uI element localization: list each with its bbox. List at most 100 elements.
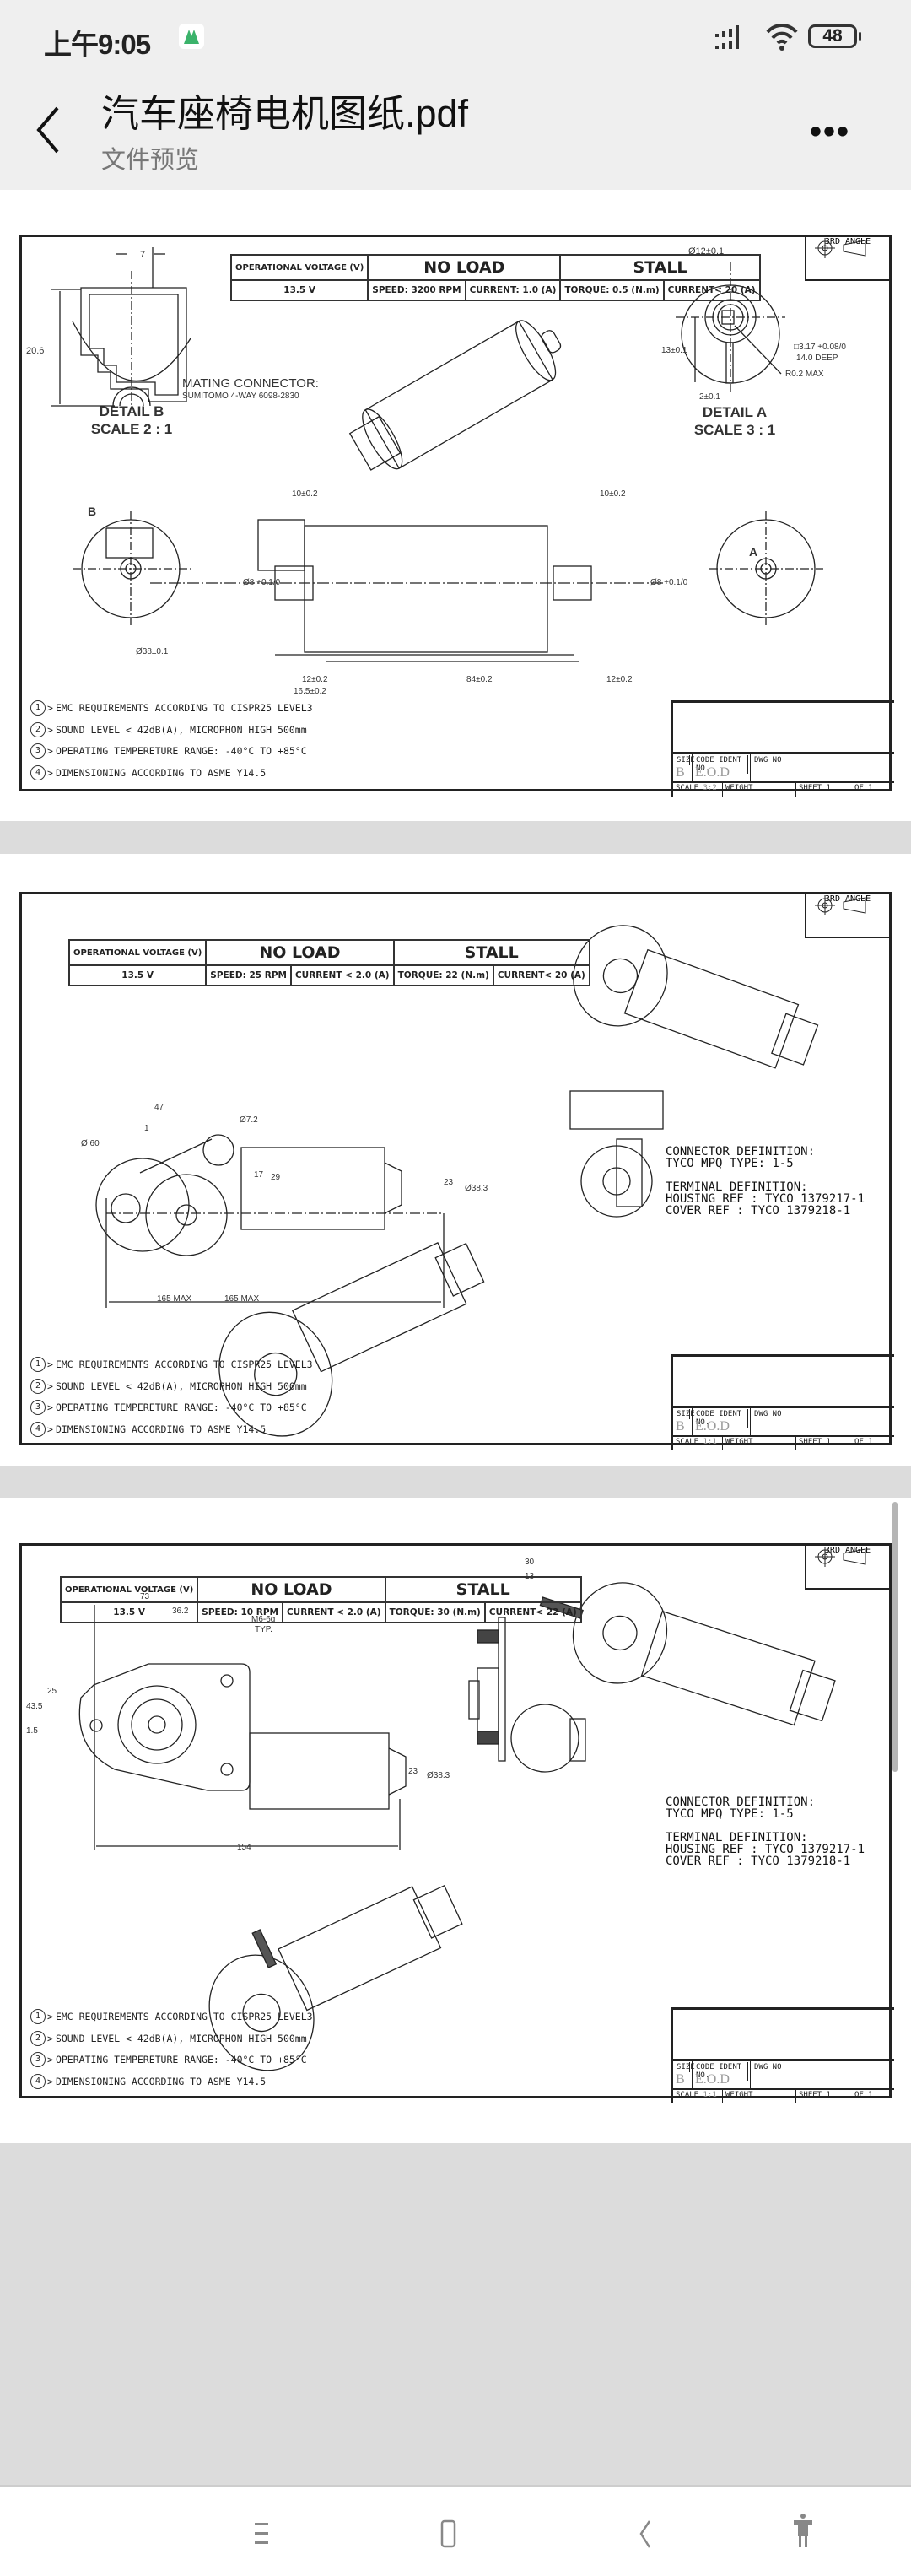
spec-current-stall: CURRENT< 20 (A) bbox=[662, 279, 761, 301]
dim-label: 23 bbox=[408, 1767, 418, 1776]
note-arrow-icon: > bbox=[47, 2032, 53, 2044]
back-button[interactable] bbox=[32, 105, 66, 155]
note-number-badge: 4 bbox=[30, 2073, 46, 2089]
note-item: 3>OPERATING TEMPERETURE RANGE: -40°C TO … bbox=[30, 1399, 307, 1416]
dim-label: 29 bbox=[271, 1173, 281, 1182]
sheet-of: OF 1 bbox=[854, 1438, 873, 1446]
accessibility-button[interactable] bbox=[793, 2513, 813, 2554]
dim-label: 2±0.1 bbox=[699, 392, 720, 402]
note-text: SOUND LEVEL < 42dB(A), MICROPHON HIGH 50… bbox=[55, 1380, 307, 1392]
note-arrow-icon: > bbox=[47, 1358, 53, 1370]
note-text: DIMENSIONING ACCORDING TO ASME Y14.5 bbox=[55, 766, 267, 779]
top-bar: 上午9:05 48 汽车座椅电机图纸.pdf 文件预览 ••• bbox=[0, 0, 911, 190]
dwg-label: DWG NO bbox=[752, 1409, 892, 1419]
dim-label: 20.6 bbox=[26, 346, 44, 356]
scrollbar-thumb[interactable] bbox=[892, 1502, 898, 1772]
dim-label: Ø8 +0.1/0 bbox=[243, 578, 281, 587]
spec-current-noload: CURRENT: 1.0 (A) bbox=[464, 279, 562, 301]
dim-label: 12±0.2 bbox=[302, 675, 328, 684]
scale-cell: SCALE 1:1 bbox=[673, 1437, 723, 1450]
code-label: CODE IDENT NO. bbox=[694, 2062, 748, 2081]
dwg-cell: DWG NO bbox=[751, 2061, 894, 2088]
note-number-badge: 1 bbox=[30, 1357, 46, 1372]
third-angle-projection: 3RD ANGLE bbox=[805, 237, 889, 281]
dim-label: 10±0.2 bbox=[600, 489, 626, 499]
note-number-badge: 4 bbox=[30, 764, 46, 780]
drawing-canvas: Ø 60 47 1 Ø7.2 17 29 23 Ø38.3 165 MAX 16… bbox=[81, 925, 819, 1437]
projection-symbol-icon bbox=[815, 238, 866, 258]
dim-label: 154 bbox=[237, 1843, 251, 1852]
home-button[interactable] bbox=[440, 2519, 457, 2554]
dim-label: R0.2 MAX bbox=[785, 370, 824, 379]
back-icon bbox=[639, 2520, 651, 2548]
gearmotor-side-view: Ø 60 47 1 Ø7.2 17 29 23 Ø38.3 165 MAX 16… bbox=[81, 1103, 488, 1308]
projection-symbol-icon bbox=[815, 1547, 866, 1567]
file-title: 汽车座椅电机图纸.pdf bbox=[101, 92, 469, 135]
recent-apps-button[interactable] bbox=[253, 2519, 270, 2551]
code-value: E.O.D bbox=[695, 2072, 730, 2087]
dwg-cell: DWG NO bbox=[751, 754, 894, 781]
note-text: EMC REQUIREMENTS ACCORDING TO CISPR25 LE… bbox=[55, 2011, 313, 2022]
note-item: 1>EMC REQUIREMENTS ACCORDING TO CISPR25 … bbox=[30, 699, 313, 716]
dim-label: 1.5 bbox=[26, 1726, 38, 1736]
dim-label: 16.5±0.2 bbox=[294, 687, 326, 696]
note-text: DIMENSIONING ACCORDING TO ASME Y14.5 bbox=[55, 1423, 267, 1435]
dim-label: 25 bbox=[47, 1687, 57, 1696]
spec-current-noload: CURRENT < 2.0 (A) bbox=[289, 964, 395, 986]
code-label: CODE IDENT NO. bbox=[694, 1409, 748, 1428]
size-value: B bbox=[676, 2072, 685, 2087]
note-number-badge: 4 bbox=[30, 1421, 46, 1437]
size-value: B bbox=[676, 1419, 685, 1434]
note-number-badge: 3 bbox=[30, 1400, 46, 1415]
note-text: EMC REQUIREMENTS ACCORDING TO CISPR25 LE… bbox=[55, 1358, 313, 1370]
detail-a-scale: SCALE 3 : 1 bbox=[694, 422, 775, 438]
third-angle-projection: 3RD ANGLE bbox=[805, 1546, 889, 1590]
end-view-left: B Ø38±0.1 bbox=[73, 505, 191, 656]
more-options-button[interactable]: ••• bbox=[810, 113, 851, 150]
note-item: 4>DIMENSIONING ACCORDING TO ASME Y14.5 bbox=[30, 1421, 266, 1438]
nav-back-button[interactable] bbox=[638, 2519, 655, 2554]
connector-definition: CONNECTOR DEFINITION: TYCO MPQ TYPE: 1-5… bbox=[666, 1145, 865, 1218]
title-block-blank bbox=[673, 1357, 894, 1408]
home-icon bbox=[440, 2519, 456, 2548]
note-number-badge: 3 bbox=[30, 2052, 46, 2067]
drawing-sheet: 7 20.6 DETAIL B SCALE 2 : 1 MATING CONNE… bbox=[19, 235, 894, 797]
dim-label: 7 bbox=[140, 250, 145, 260]
mating-connector-label: MATING CONNECTOR: bbox=[182, 376, 319, 391]
scale-label: SCALE bbox=[676, 2091, 699, 2099]
pdf-viewer[interactable]: 7 20.6 DETAIL B SCALE 2 : 1 MATING CONNE… bbox=[0, 190, 911, 2485]
app-notification-icon bbox=[179, 24, 204, 49]
scale-value: 1:1 bbox=[703, 1438, 717, 1446]
gearmotor-front-view: 73 36.2 M6-6g TYP. 43.5 25 1.5 23 Ø38.3 … bbox=[26, 1592, 450, 1852]
detail-a-view: Ø12±0.1 □3.17 +0.08/0 14.0 DEEP R0.2 MAX… bbox=[661, 246, 846, 438]
op-voltage-header: OPERATIONAL VOLTAGE (V) bbox=[59, 1576, 199, 1603]
dim-label: Ø7.2 bbox=[240, 1115, 258, 1125]
connector-definition: CONNECTOR DEFINITION: TYCO MPQ TYPE: 1-5… bbox=[666, 1796, 865, 1868]
detail-b-scale: SCALE 2 : 1 bbox=[91, 421, 172, 437]
note-item: 3>OPERATING TEMPERETURE RANGE: -40°C TO … bbox=[30, 2051, 307, 2068]
note-arrow-icon: > bbox=[47, 766, 53, 779]
spec-voltage: 13.5 V bbox=[67, 964, 208, 986]
note-arrow-icon: > bbox=[47, 2075, 53, 2087]
file-subtitle: 文件预览 bbox=[101, 147, 200, 174]
note-number-badge: 2 bbox=[30, 2030, 46, 2046]
code-label: CODE IDENT NO. bbox=[694, 755, 748, 774]
note-number-badge: 3 bbox=[30, 743, 46, 759]
note-text: DIMENSIONING ACCORDING TO ASME Y14.5 bbox=[55, 2075, 267, 2087]
gearmotor-isometric-bottom bbox=[208, 1884, 463, 2071]
sheet-of: OF 1 bbox=[854, 2091, 873, 2099]
drawing-sheet: 73 36.2 M6-6g TYP. 43.5 25 1.5 23 Ø38.3 … bbox=[19, 1543, 894, 2103]
title-block-blank bbox=[673, 2010, 894, 2061]
note-item: 2>SOUND LEVEL < 42dB(A), MICROPHON HIGH … bbox=[30, 721, 307, 738]
dim-label: 23 bbox=[444, 1178, 454, 1187]
drawing-canvas: 7 20.6 DETAIL B SCALE 2 : 1 MATING CONNE… bbox=[26, 246, 846, 696]
